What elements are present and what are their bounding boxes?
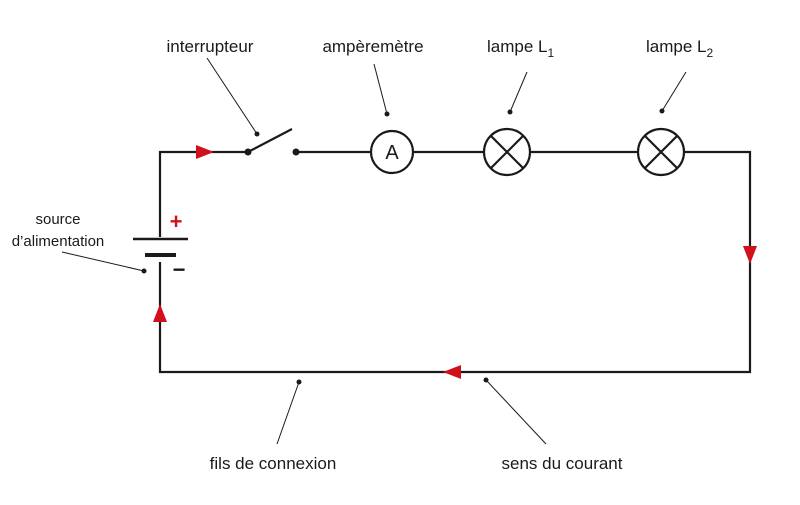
label-switch: interrupteur bbox=[167, 37, 254, 56]
current-arrow-left bbox=[153, 304, 167, 322]
ammeter-letter: A bbox=[385, 142, 399, 164]
circuit-wires bbox=[158, 150, 752, 374]
battery-plus-sign: + bbox=[170, 209, 183, 234]
wire-right-bottom-left bbox=[158, 150, 752, 374]
leader-current-dot bbox=[483, 377, 489, 383]
ammeter-symbol: A bbox=[369, 129, 415, 175]
labels: interrupteur ampèremètre lampe L1 lampe … bbox=[12, 37, 714, 473]
lamp-l1-cross-b bbox=[490, 135, 524, 169]
current-arrows bbox=[153, 145, 757, 379]
wire-top-left bbox=[158, 150, 248, 237]
label-lamp2-sub: 2 bbox=[706, 46, 713, 60]
battery-minus-sign: − bbox=[173, 257, 186, 282]
leader-lamp1 bbox=[509, 71, 528, 113]
label-lamp2-text: lampe L bbox=[646, 37, 706, 56]
switch-symbol bbox=[244, 128, 300, 156]
label-lamp1-sub: 1 bbox=[547, 46, 554, 60]
leader-lamp2-dot bbox=[659, 108, 665, 114]
current-arrow-bottom bbox=[443, 365, 461, 379]
label-ammeter: ampèremètre bbox=[322, 37, 423, 56]
leader-wires bbox=[276, 381, 300, 445]
current-arrow-top bbox=[196, 145, 214, 159]
leader-source-dot bbox=[141, 268, 147, 274]
label-current: sens du courant bbox=[502, 454, 623, 473]
label-source-line1: source bbox=[35, 211, 80, 228]
label-lamp2: lampe L2 bbox=[646, 37, 713, 60]
lamp-l2-cross-b bbox=[644, 135, 678, 169]
leader-switch-dot bbox=[254, 131, 260, 137]
leader-wires-dot bbox=[296, 379, 302, 385]
label-wires: fils de connexion bbox=[210, 454, 337, 473]
leader-lamp1-dot bbox=[507, 109, 513, 115]
leader-ammeter-dot bbox=[384, 111, 390, 117]
current-arrow-right bbox=[743, 246, 757, 264]
label-lamp1-text: lampe L bbox=[487, 37, 547, 56]
lamp-l1-symbol bbox=[482, 127, 532, 177]
ammeter-circle bbox=[369, 129, 415, 175]
power-source-symbol: + − bbox=[133, 209, 188, 282]
lamp-l2-symbol bbox=[636, 127, 686, 177]
leader-lines bbox=[61, 57, 687, 445]
label-source-line2: d’alimentation bbox=[12, 233, 105, 250]
leader-switch bbox=[206, 57, 258, 135]
switch-lever bbox=[247, 128, 293, 153]
leader-current bbox=[485, 379, 547, 445]
leader-source bbox=[61, 251, 145, 272]
leader-ammeter bbox=[373, 63, 388, 115]
label-lamp1: lampe L1 bbox=[487, 37, 554, 60]
leader-lamp2 bbox=[661, 71, 687, 112]
switch-contact-right bbox=[292, 148, 300, 156]
